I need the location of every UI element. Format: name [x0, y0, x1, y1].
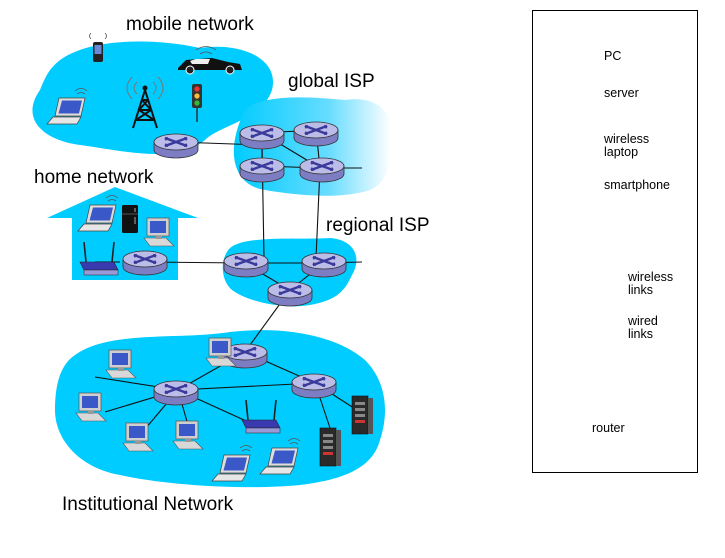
legend-wired-links-label-1: wired [628, 314, 658, 328]
home-router [121, 249, 169, 277]
mobile-router [152, 132, 200, 160]
institution-server-1-icon [319, 427, 342, 467]
mobile-network-title: mobile network [126, 14, 254, 35]
regional-isp-router-3 [266, 280, 314, 308]
institutional-network-title: Institutional Network [62, 494, 234, 515]
home-network-title: home network [34, 167, 154, 188]
regional-isp-title: regional ISP [326, 215, 430, 236]
institutional-router-2 [152, 379, 200, 407]
global-isp-router-1 [238, 123, 286, 151]
legend-wired-links-label-2: links [628, 327, 654, 341]
regional-isp-router-2 [300, 251, 348, 279]
institution-server-2-icon [351, 395, 374, 435]
home-network-region [47, 187, 198, 280]
institutional-router-3 [290, 372, 338, 400]
legend-pc-label: PC [604, 49, 622, 63]
fridge-icon [122, 205, 138, 233]
traffic-light-icon [192, 84, 202, 122]
legend-server-label: server [604, 86, 639, 100]
legend-router-label: router [592, 421, 625, 435]
legend [532, 10, 698, 473]
car-icon [178, 46, 242, 75]
global-isp-router-2 [292, 120, 340, 148]
regional-isp-router-1 [222, 251, 270, 279]
legend-wireless-links-label-2: links [628, 283, 654, 297]
global-isp-router-3 [238, 156, 286, 184]
global-isp-router-4 [298, 156, 346, 184]
legend-smartphone-label: smartphone [604, 178, 671, 192]
legend-wireless-laptop-label-2: laptop [604, 145, 639, 159]
legend-wireless-laptop-label-1: wireless [604, 132, 650, 146]
legend-wireless-links-label-1: wireless [628, 270, 674, 284]
global-isp-title: global ISP [288, 71, 375, 92]
